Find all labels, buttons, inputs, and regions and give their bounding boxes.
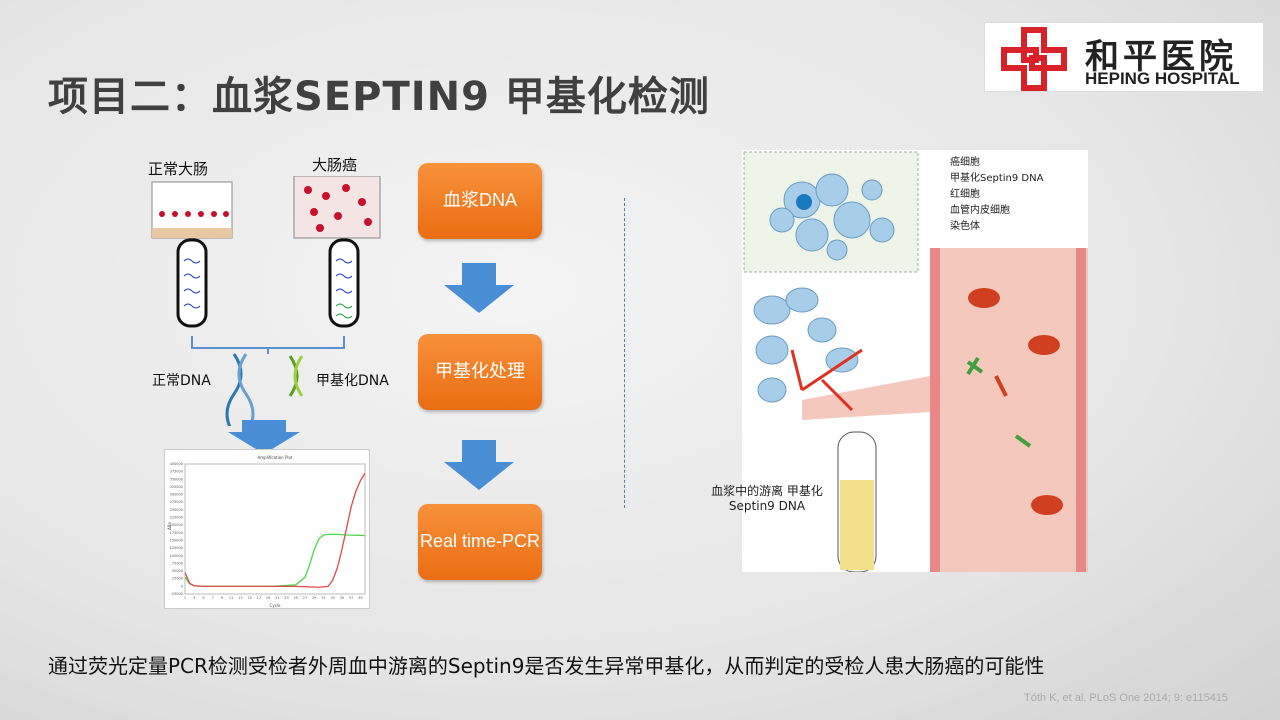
y-tick-label: 175000 (170, 531, 183, 535)
y-tick-label: 300000 (170, 493, 183, 497)
x-tick-label: 37 (349, 596, 353, 600)
legend-red-blood-cell: 红细胞 (950, 189, 980, 200)
y-tick-label: 400000 (170, 462, 183, 466)
citation: Tóth K, et al. PLoS One 2014; 9: e115415 (1024, 692, 1229, 704)
tube-label: 血浆中的游离 甲基化 Septin9 DNA (711, 484, 823, 513)
legend-chromosome: 染色体 (950, 221, 980, 232)
x-tick-label: 39 (358, 596, 362, 600)
normal-colon-label: 正常大肠 (148, 160, 209, 178)
x-tick-label: 11 (229, 596, 233, 600)
x-tick-label: 35 (340, 596, 344, 600)
y-tick-label: 150000 (170, 538, 183, 542)
y-tick-label: 50000 (172, 569, 183, 573)
chart-title: Amplification Plot (257, 455, 292, 460)
y-tick-label: 125000 (170, 546, 183, 550)
slide-caption: 通过荧光定量PCR检测受检者外周血中游离的Septin9是否发生异常甲基化，从而… (48, 654, 1045, 678)
normal-dna-label: 正常DNA (152, 373, 211, 389)
y-tick-label: 325000 (170, 485, 183, 489)
x-tick-label: 1 (184, 596, 186, 600)
y-tick-label: 375000 (170, 470, 183, 474)
plot-area (184, 463, 366, 595)
y-axis-label: ΔRn (167, 521, 172, 530)
y-tick-label: 275000 (170, 500, 183, 504)
flow-step-plasma-dna: 血浆DNA (418, 163, 542, 239)
down-arrow-icon (444, 263, 514, 313)
x-tick-label: 7 (212, 596, 214, 600)
x-tick-label: 17 (257, 596, 261, 600)
slide-title: 项目二：血浆SEPTIN9 甲基化检测 (48, 74, 710, 120)
colon-tissue-illustration (151, 176, 381, 426)
legend-methylated-septin9: 甲基化Septin9 DNA (950, 173, 1044, 184)
flow-step-methylation-treatment: 甲基化处理 (418, 334, 542, 410)
down-arrow-icon (228, 420, 300, 454)
flow-step-real-time-pcr: Real time-PCR (418, 504, 542, 580)
y-tick-label: 100000 (170, 554, 183, 558)
colon-cancer-label: 大肠癌 (312, 156, 358, 174)
x-tick-label: 19 (266, 596, 270, 600)
hospital-logo: 和平医院 HEPING HOSPITAL (984, 22, 1264, 92)
x-tick-label: 31 (321, 596, 325, 600)
x-tick-label: 3 (193, 596, 195, 600)
x-tick-label: 9 (221, 596, 223, 600)
x-tick-label: 33 (330, 596, 334, 600)
x-axis-label: Cycle (270, 603, 281, 608)
logo-name-en: HEPING HOSPITAL (1085, 69, 1240, 88)
down-arrow-icon (444, 440, 514, 490)
x-tick-label: 23 (284, 596, 288, 600)
divider-line (624, 198, 625, 508)
septin9-diagram: 癌细胞 甲基化Septin9 DNA 红细胞 血管内皮细胞 染色体 血浆中的游离… (711, 150, 1088, 572)
y-tick-label: 350000 (170, 477, 183, 481)
x-tick-label: 21 (275, 596, 279, 600)
y-tick-label: 0 (181, 584, 183, 588)
y-tick-label: 75000 (172, 561, 183, 565)
legend-cancer-cell: 癌细胞 (950, 157, 980, 168)
blood-vessel-illustration (743, 151, 1088, 572)
x-tick-label: 15 (247, 596, 251, 600)
x-tick-label: 5 (202, 596, 204, 600)
x-tick-label: 25 (294, 596, 298, 600)
x-tick-label: 29 (312, 596, 316, 600)
hospital-cross-icon (1001, 27, 1067, 91)
y-tick-label: 200000 (170, 523, 183, 527)
x-tick-label: 27 (303, 596, 307, 600)
y-tick-label: 25000 (172, 577, 183, 581)
y-tick-label: -25000 (171, 592, 183, 596)
legend-endothelial-cell: 血管内皮细胞 (950, 205, 1010, 216)
y-tick-label: 225000 (170, 516, 183, 520)
methylated-dna-label: 甲基化DNA (316, 373, 389, 389)
logo-name-cn: 和平医院 (1085, 37, 1237, 77)
x-tick-label: 13 (238, 596, 242, 600)
series-line-red (184, 472, 366, 588)
y-tick-label: 250000 (170, 508, 183, 512)
